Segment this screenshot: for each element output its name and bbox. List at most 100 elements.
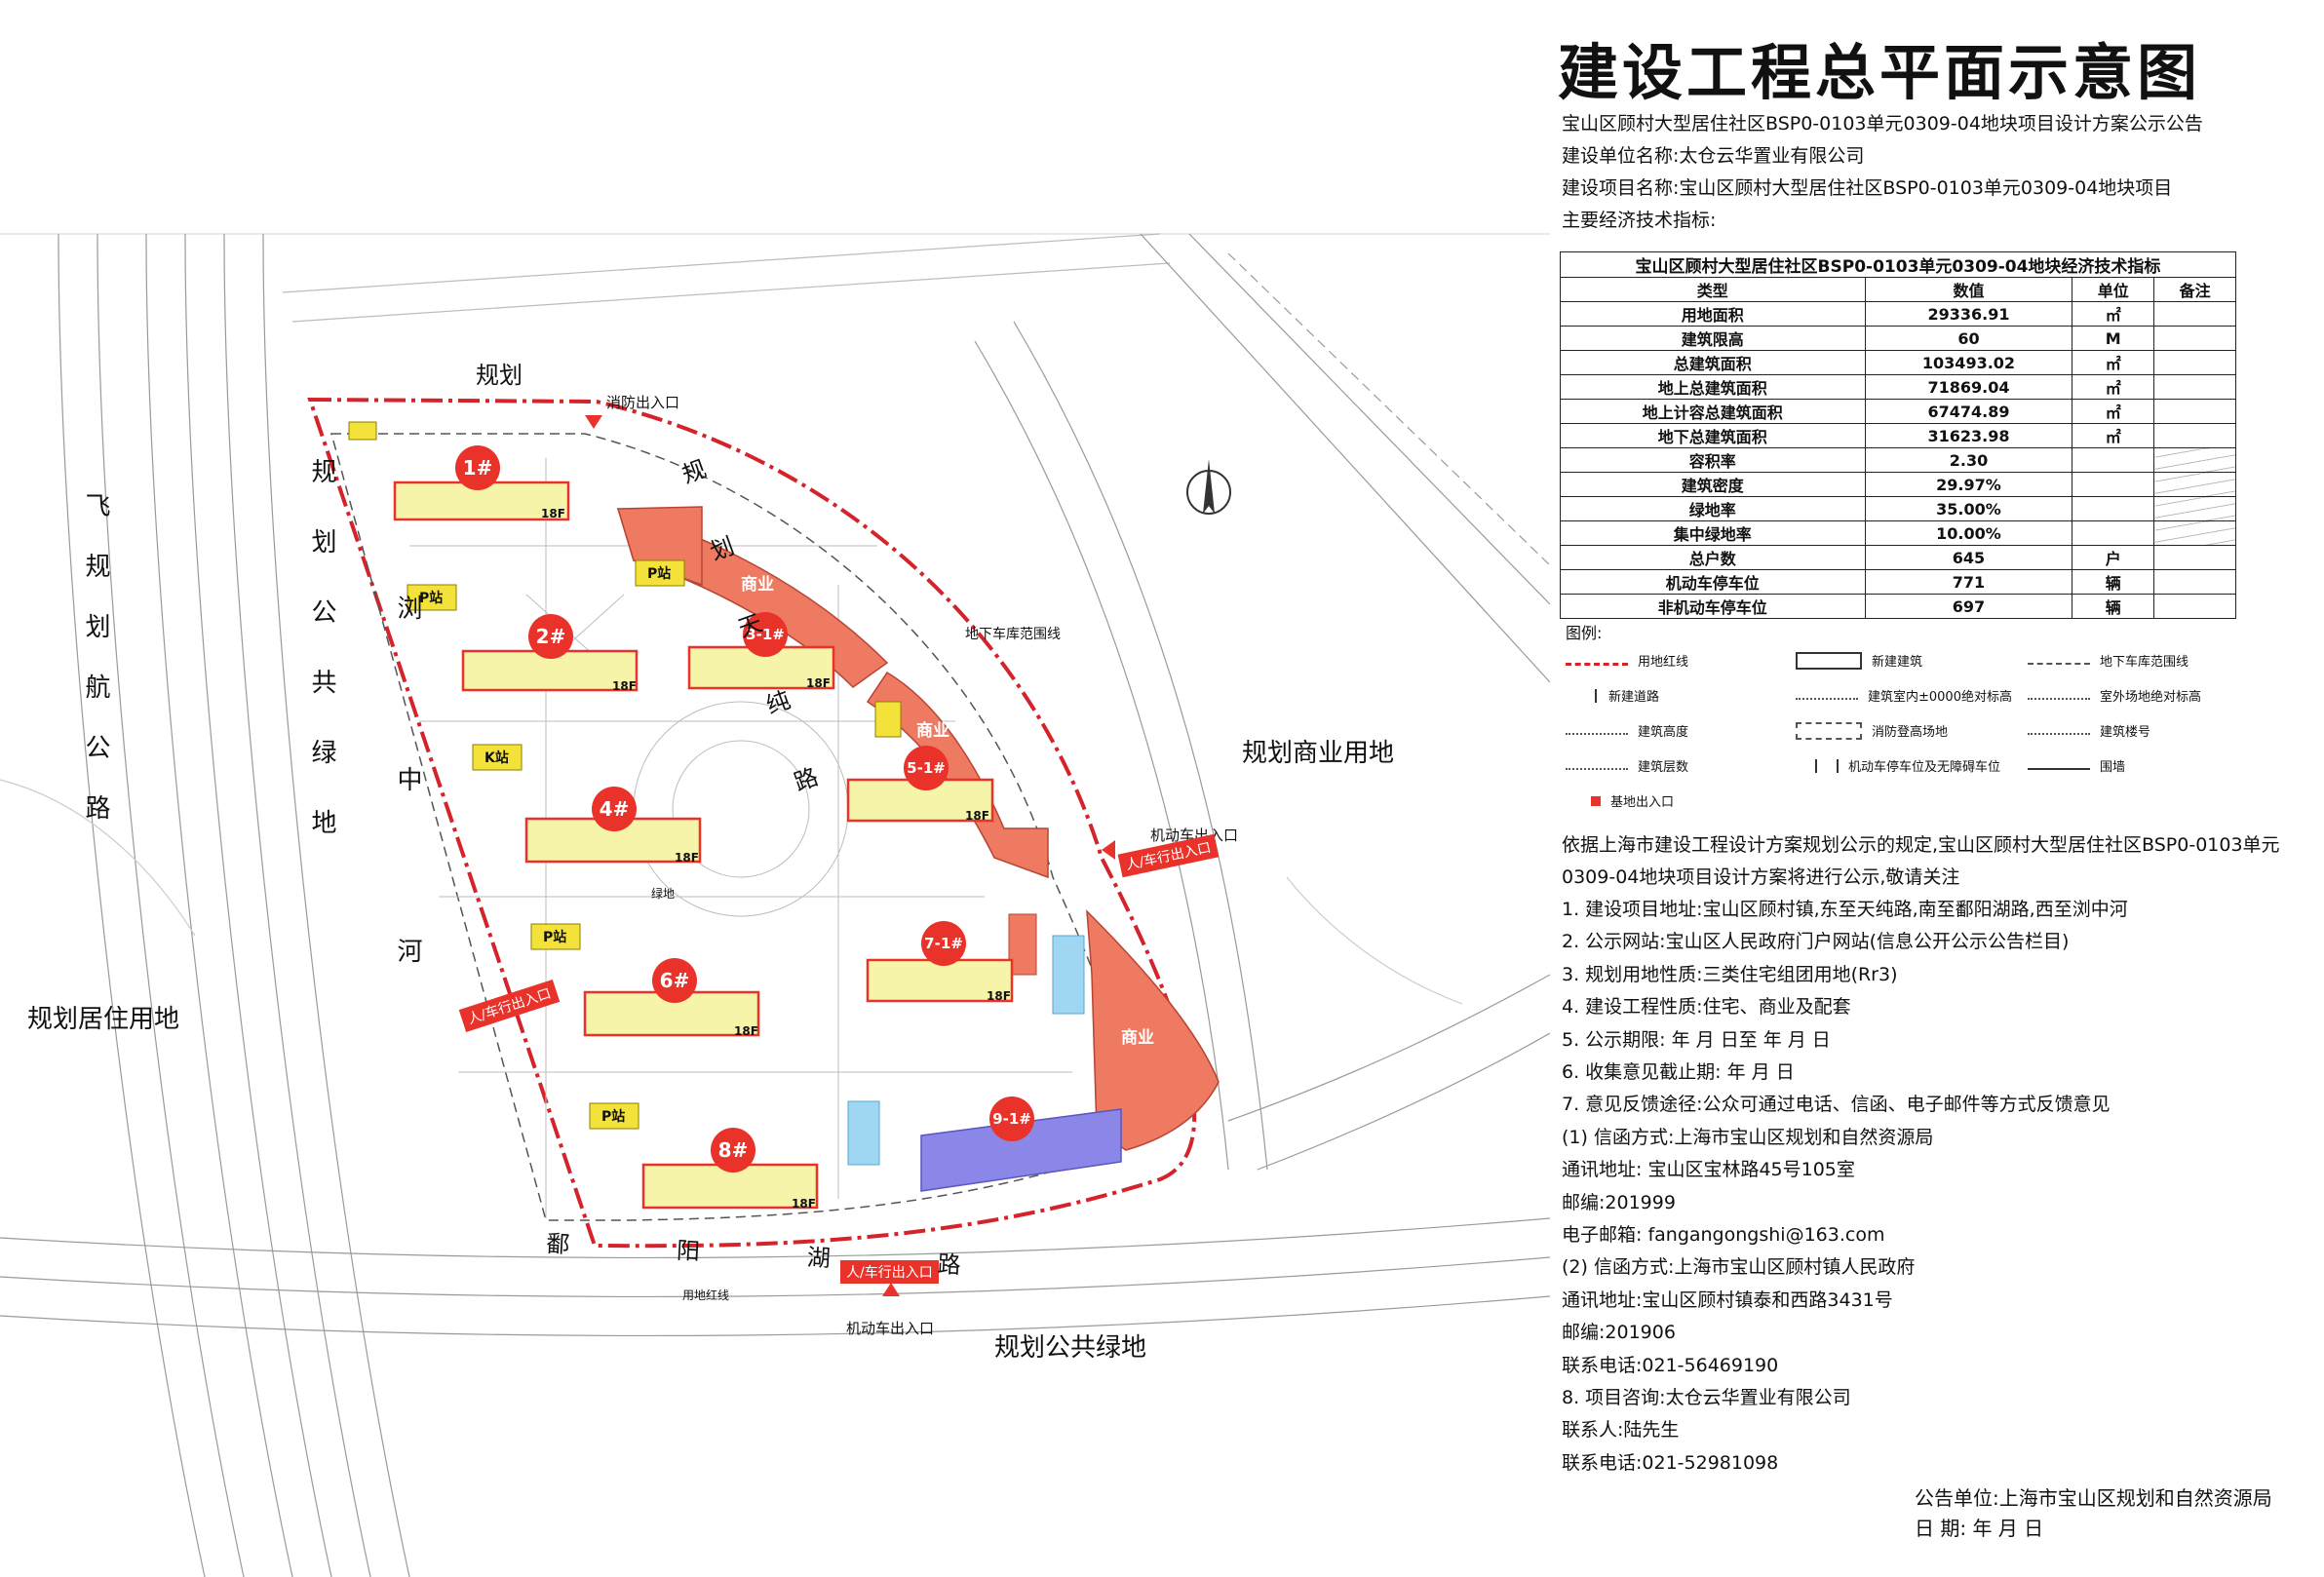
table-cell: 辆 [2072, 594, 2155, 619]
legend-symbol-icon [1815, 758, 1839, 773]
table-cell: 集中绿地率 [1560, 520, 1866, 546]
table-cell [2153, 399, 2236, 424]
legend-symbol-icon [1566, 762, 1628, 770]
p-station-label: P站 [543, 930, 567, 945]
table-cell: 31623.98 [1864, 423, 2073, 448]
notice-item: 通讯地址:宝山区顾村镇泰和西路3431号 [1562, 1289, 1893, 1311]
commerce-label: 商业 [1121, 1028, 1154, 1048]
header-line-4: 主要经济技术指标: [1562, 210, 1717, 231]
p-station-label: P站 [601, 1109, 626, 1125]
public-green-label: 规划公共绿地 [994, 1333, 1147, 1363]
table-cell: 建筑限高 [1560, 326, 1866, 351]
table-cell [2072, 520, 2155, 546]
building-floors: 18F [987, 989, 1011, 1003]
legend-symbol-icon [1566, 727, 1628, 735]
legend-symbol-icon [1595, 688, 1599, 703]
notice-item: 2. 公示网站:宝山区人民政府门户网站(信息公开公示公告栏目) [1562, 931, 2070, 953]
table-cell [2153, 472, 2236, 497]
legend-symbol-icon [1591, 795, 1601, 806]
notice-item: 联系电话:021-52981098 [1562, 1451, 1779, 1474]
table-cell [2153, 496, 2236, 521]
legend-label: 室外场地绝对标高 [2100, 690, 2202, 705]
header-line-3: 建设项目名称:宝山区顾村大型居住社区BSP0-0103单元0309-04地块项目 [1562, 177, 2173, 199]
legend-item: 消防登高场地 [1796, 721, 1948, 740]
building-badge: 2# [528, 614, 573, 659]
page-title: 建设工程总平面示意图 [1558, 37, 2202, 108]
building-badge: 7-1# [921, 921, 966, 966]
residential-land-label: 规划居住用地 [27, 1005, 180, 1034]
legend-label: 建筑室内±0000绝对标高 [1868, 690, 2012, 705]
legend-item: 围墙 [2028, 756, 2125, 775]
notice-item: 电子邮箱: fangangongshi@163.com [1562, 1224, 1885, 1246]
garage-line-label: 地下车库范围线 [965, 627, 1061, 642]
table-cell: 用地面积 [1560, 301, 1866, 327]
legend-symbol-icon [1566, 662, 1628, 666]
building-badge: 8# [711, 1128, 755, 1173]
legend-title: 图例: [1566, 624, 1603, 642]
table-cell: ㎡ [2072, 301, 2155, 327]
table-cell: 67474.89 [1864, 399, 2073, 424]
road-north-label: 规划 [476, 362, 523, 389]
notice-item: 8. 项目咨询:太仓云华置业有限公司 [1562, 1387, 1851, 1408]
table-cell: 辆 [2072, 569, 2155, 595]
building-floors: 18F [612, 679, 637, 693]
legend-item: 建筑楼号 [2028, 721, 2150, 740]
p-station-label: P站 [419, 591, 444, 606]
commerce-label: 商业 [916, 721, 949, 741]
green-label: 绿地 [651, 887, 676, 901]
header-line-2: 建设单位名称:太仓云华置业有限公司 [1562, 145, 1865, 167]
table-cell: 机动车停车位 [1560, 569, 1866, 595]
building-badge: 6# [652, 958, 697, 1003]
building-badge: 9-1# [989, 1096, 1034, 1141]
legend-symbol-icon [1796, 721, 1862, 740]
table-cell: 697 [1864, 594, 2073, 619]
legend-label: 用地红线 [1638, 655, 1689, 670]
table-cell: 103493.02 [1864, 350, 2073, 375]
notice-item: 联系人:陆先生 [1562, 1419, 1680, 1442]
notice-item: 3. 规划用地性质:三类住宅组团用地(Rr3) [1562, 963, 1898, 985]
notice-item: 5. 公示期限: 年 月 日至 年 月 日 [1562, 1028, 1831, 1051]
legend-item: 地下车库范围线 [2028, 651, 2188, 670]
legend-item: 室外场地绝对标高 [2028, 686, 2201, 705]
legend-label: 新建道路 [1608, 690, 1660, 705]
legend-symbol-icon [2028, 727, 2090, 735]
table-cell [2072, 447, 2155, 473]
legend-item: 建筑高度 [1566, 721, 1688, 740]
notice-item: 邮编:201906 [1562, 1322, 1676, 1344]
legend-label: 新建建筑 [1872, 655, 1923, 670]
notice-item: 邮编:201999 [1562, 1191, 1676, 1213]
notice-intro-2: 0309-04地块项目设计方案将进行公示,敬请关注 [1562, 866, 1960, 888]
table-cell: 非机动车停车位 [1560, 594, 1866, 619]
building-floors: 18F [541, 507, 565, 520]
legend-label: 建筑高度 [1638, 725, 1689, 740]
header-line-1: 宝山区顾村大型居住社区BSP0-0103单元0309-04地块项目设计方案公示公… [1562, 113, 2203, 135]
table-cell: ㎡ [2072, 423, 2155, 448]
notice-item: 4. 建设工程性质:住宅、商业及配套 [1562, 996, 1851, 1019]
table-cell: ㎡ [2072, 374, 2155, 400]
legend-item: 建筑层数 [1566, 756, 1688, 775]
table-cell: 35.00% [1864, 496, 2073, 521]
table-cell [2153, 326, 2236, 351]
footer-date: 日 期: 年 月 日 [1915, 1517, 2044, 1540]
table-header-cell: 备注 [2153, 277, 2236, 302]
indicators-table: 宝山区顾村大型居住社区BSP0-0103单元0309-04地块经济技术指标 类型… [1560, 251, 2236, 619]
ped-entrance-label-s: 人/车行出入口 [840, 1260, 939, 1284]
legend-label: 基地出入口 [1610, 795, 1675, 810]
table-cell: 总户数 [1560, 545, 1866, 570]
table-cell: 29336.91 [1864, 301, 2073, 327]
notice-item: 6. 收集意见截止期: 年 月 日 [1562, 1061, 1795, 1083]
k-station-label: K站 [484, 750, 509, 766]
vehicle-entrance-label-s: 机动车出入口 [846, 1320, 935, 1337]
notice-item: 通讯地址: 宝山区宝林路45号105室 [1562, 1159, 1855, 1181]
legend-label: 建筑楼号 [2100, 725, 2151, 740]
